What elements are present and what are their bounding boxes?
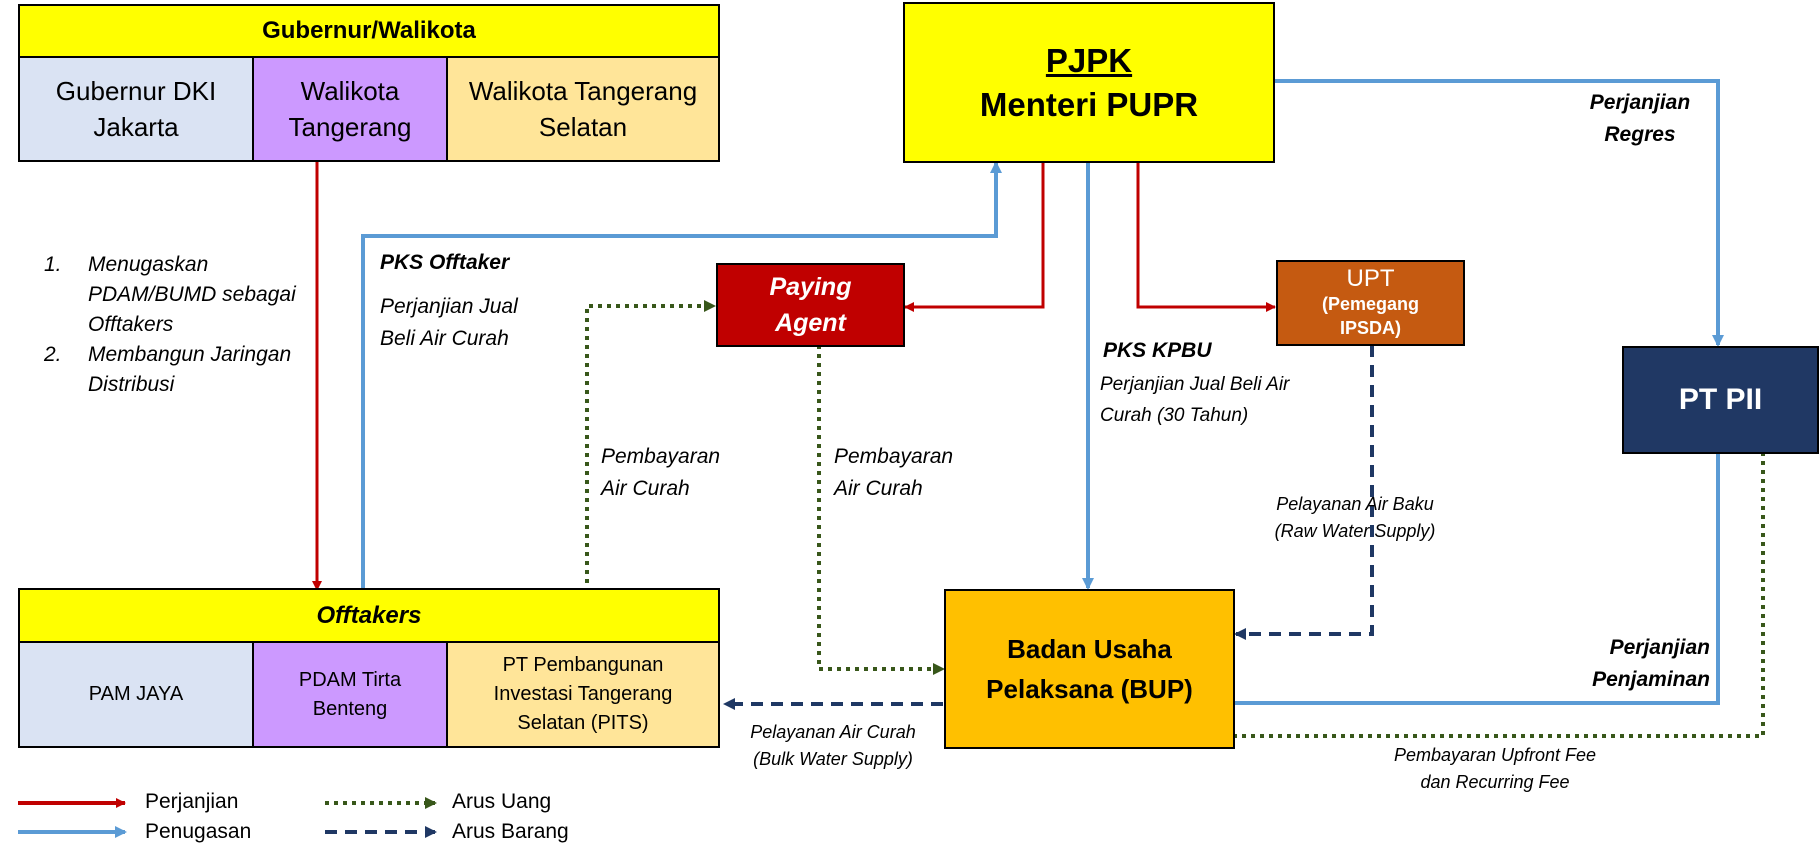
- label-pembayaran-air-curah-mid: Pembayaran Air Curah: [834, 445, 954, 500]
- connector-pembayaran-offtakers-to-paying-agent: [585, 300, 716, 583]
- label-pks-kpbu-body: Perjanjian Jual Beli Air Curah (30 Tahun…: [1100, 374, 1290, 426]
- task-item-1: 1. Menugaskan PDAM/BUMD sebagai Offtaker…: [44, 253, 296, 336]
- gubernur-walikota-title: Gubernur/Walikota: [262, 17, 476, 44]
- label-perjanjian-regres: Perjanjian Regres: [1589, 91, 1691, 146]
- connector-pks-offtaker: [357, 161, 1002, 598]
- upt-subtitle: (Pemegang IPSDA): [1321, 294, 1420, 338]
- label-pks-offtaker-body: Perjanjian Jual Beli Air Curah: [380, 295, 518, 350]
- label-pembayaran-air-curah-left: Pembayaran Air Curah: [601, 445, 721, 500]
- cell-gubernur-dki: Gubernur DKI Jakarta: [18, 56, 254, 162]
- offtakers-title: Offtakers: [316, 601, 422, 629]
- label-pks-offtaker-title: PKS Offtaker: [380, 251, 510, 274]
- connector-pjpk-to-upt: [1136, 163, 1276, 312]
- label-pelayanan-air-baku: Pelayanan Air Baku (Raw Water Supply): [1274, 494, 1436, 541]
- connector-perjanjian-regres: [1265, 75, 1724, 347]
- connector-perjanjian-penjaminan: [1225, 421, 1724, 709]
- label-pembayaran-upfront: Pembayaran Upfront Fee dan Recurring Fee: [1393, 745, 1597, 792]
- label-pelayanan-air-curah: Pelayanan Air Curah (Bulk Water Supply): [750, 722, 916, 769]
- paying-agent-box: Paying Agent: [716, 263, 905, 347]
- legend-penugasan: Penugasan: [145, 820, 252, 843]
- legend-arus-barang: Arus Barang: [452, 820, 569, 843]
- connector-pembayaran-paying-agent-to-bup: [817, 345, 945, 675]
- pjpk-subtitle: Menteri PUPR: [979, 85, 1199, 123]
- label-pks-kpbu-title: PKS KPBU: [1103, 339, 1212, 362]
- upt-title: UPT: [1346, 265, 1395, 292]
- cell-pam-jaya: PAM JAYA: [18, 641, 254, 748]
- legend-arus-uang: Arus Uang: [452, 790, 552, 813]
- cell-walikota-tangerang: Walikota Tangerang: [252, 56, 448, 162]
- task-list: 1. Menugaskan PDAM/BUMD sebagai Offtaker…: [44, 250, 309, 400]
- legend-perjanjian: Perjanjian: [145, 790, 239, 813]
- label-perjanjian-penjaminan: Perjanjian Penjaminan: [1592, 636, 1710, 691]
- pt-pii-box: PT PII: [1622, 346, 1819, 454]
- cell-pdam-tirta-benteng: PDAM Tirta Benteng: [252, 641, 448, 748]
- upt-box: UPT (Pemegang IPSDA): [1276, 260, 1465, 346]
- task-item-2: 2. Membangun Jaringan Distribusi: [44, 343, 292, 396]
- pjpk-title: PJPK: [1045, 41, 1133, 79]
- pjpk-box: PJPK Menteri PUPR: [903, 2, 1275, 163]
- cell-walikota-tangsel: Walikota Tangerang Selatan: [446, 56, 720, 162]
- connector-pelayanan-air-baku: [1234, 345, 1374, 640]
- offtakers-header: Offtakers: [18, 588, 720, 643]
- connector-pembayaran-upfront: [1233, 421, 1769, 738]
- cell-pits: PT Pembangunan Investasi Tangerang Selat…: [446, 641, 720, 748]
- bup-box: Badan Usaha Pelaksana (BUP): [944, 589, 1235, 749]
- gubernur-walikota-header: Gubernur/Walikota: [18, 4, 720, 58]
